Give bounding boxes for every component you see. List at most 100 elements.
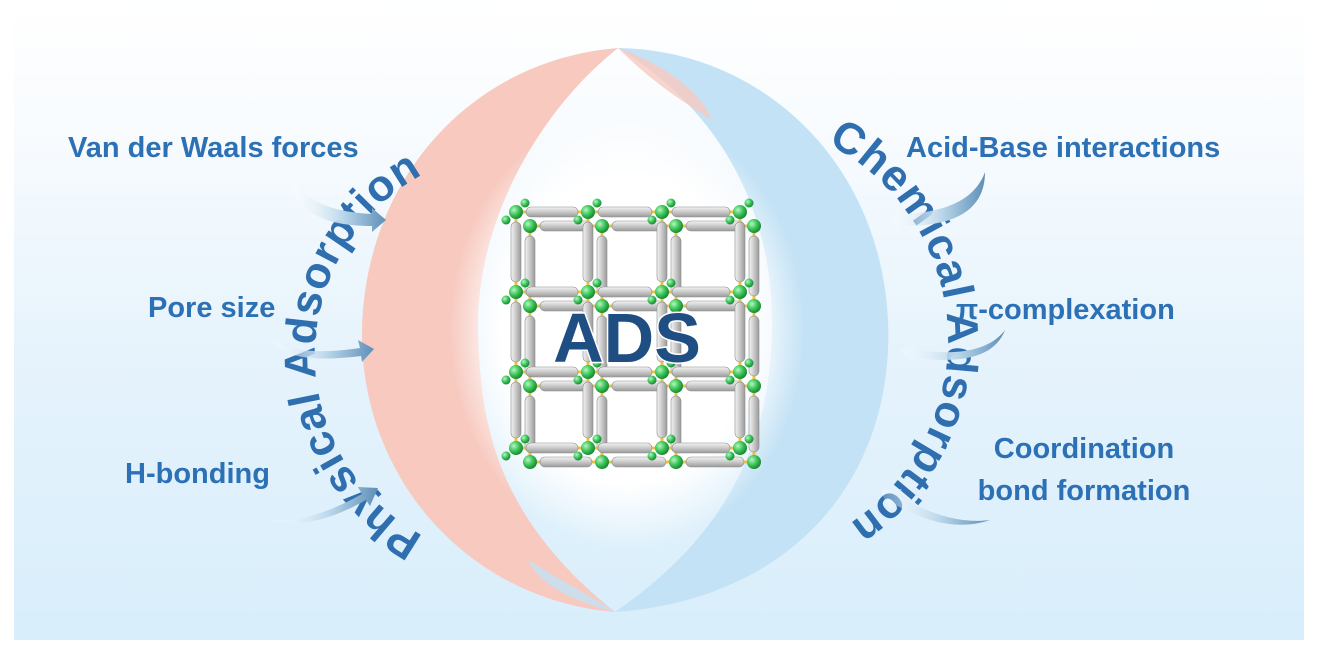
framework-linker [510, 381, 522, 439]
framework-node [592, 278, 602, 288]
framework-linker [734, 221, 746, 283]
framework-node [581, 205, 595, 219]
framework-node [523, 219, 537, 233]
framework-node [725, 375, 735, 385]
framework-linker [671, 286, 731, 298]
framework-linker [525, 286, 579, 298]
framework-node [647, 215, 657, 225]
chemical-ring-tail [528, 560, 615, 612]
framework-linker [671, 442, 731, 454]
framework-node [666, 434, 676, 444]
framework-node [744, 278, 754, 288]
framework-node [501, 295, 511, 305]
framework-node [509, 441, 523, 455]
framework-node [669, 299, 683, 313]
framework-node [669, 455, 683, 469]
framework-linker [539, 456, 593, 468]
factor-pi-complexation: π-complexation [956, 294, 1175, 326]
framework-linker [656, 381, 668, 439]
physical-ring [361, 48, 618, 612]
framework-node [592, 434, 602, 444]
framework-node [595, 379, 609, 393]
framework-linker [582, 301, 594, 363]
framework-node [744, 358, 754, 368]
framework-node [523, 299, 537, 313]
framework-linker [525, 206, 579, 218]
framework-node [595, 299, 609, 313]
framework-node [501, 215, 511, 225]
framework-linker [611, 456, 667, 468]
factor-h-bonding: H-bonding [125, 458, 270, 490]
framework-node [747, 219, 761, 233]
framework-node [520, 358, 530, 368]
framework-node [733, 441, 747, 455]
framework-linker [525, 366, 579, 378]
factor-coordination-bond: Coordination bond formation [968, 428, 1200, 512]
framework-node [581, 365, 595, 379]
framework-node [725, 295, 735, 305]
framework-node [509, 285, 523, 299]
center-label: ADS [553, 299, 701, 377]
framework-linker [685, 456, 745, 468]
framework-linker [656, 221, 668, 283]
factor-acid-base: Acid-Base interactions [906, 132, 1221, 164]
framework-node [725, 215, 735, 225]
arrow-van-der-waals [292, 172, 386, 232]
framework-linker [748, 395, 760, 453]
factor-coordination-line1: Coordination [993, 433, 1175, 465]
framework-node [520, 434, 530, 444]
framework-node [655, 365, 669, 379]
arrow-pore-size [270, 338, 374, 362]
framework-linker [734, 381, 746, 439]
framework-node [666, 358, 676, 368]
framework-node [666, 278, 676, 288]
framework-node [501, 375, 511, 385]
physical-ring-tail [618, 48, 712, 120]
framework-node [733, 285, 747, 299]
framework-linker [510, 301, 522, 363]
framework-node [573, 451, 583, 461]
framework-node [523, 379, 537, 393]
framework-node [744, 434, 754, 444]
framework-linker [582, 221, 594, 283]
arrow-coordination [880, 489, 990, 525]
framework-node [595, 455, 609, 469]
framework-linker [734, 301, 746, 363]
framework-node [747, 455, 761, 469]
framework-node [655, 285, 669, 299]
framework-node [592, 358, 602, 368]
factor-pore-size: Pore size [148, 292, 276, 324]
framework-node [581, 441, 595, 455]
framework-node [655, 205, 669, 219]
framework-linker [671, 366, 731, 378]
arrow-h-bonding [272, 487, 378, 524]
framework-node [509, 205, 523, 219]
framework-node [523, 455, 537, 469]
arrow-acid-base [890, 172, 985, 232]
framework-node [520, 198, 530, 208]
framework-node [747, 379, 761, 393]
framework-node [573, 375, 583, 385]
framework-linker [597, 286, 653, 298]
factor-coordination-line2: bond formation [977, 475, 1191, 507]
framework-node [501, 451, 511, 461]
framework-node [573, 215, 583, 225]
framework-node [647, 451, 657, 461]
mof-framework [501, 198, 761, 469]
framework-linker [597, 366, 653, 378]
framework-node [725, 451, 735, 461]
framework-node [573, 295, 583, 305]
framework-node [520, 278, 530, 288]
framework-node [669, 379, 683, 393]
framework-linker [671, 206, 731, 218]
framework-node [647, 295, 657, 305]
center-glow [449, 110, 805, 550]
framework-node [733, 365, 747, 379]
framework-node [581, 285, 595, 299]
chemical-ring [615, 48, 889, 612]
framework-node [595, 219, 609, 233]
arrow-pi-complexation [900, 330, 1005, 364]
framework-node [592, 198, 602, 208]
